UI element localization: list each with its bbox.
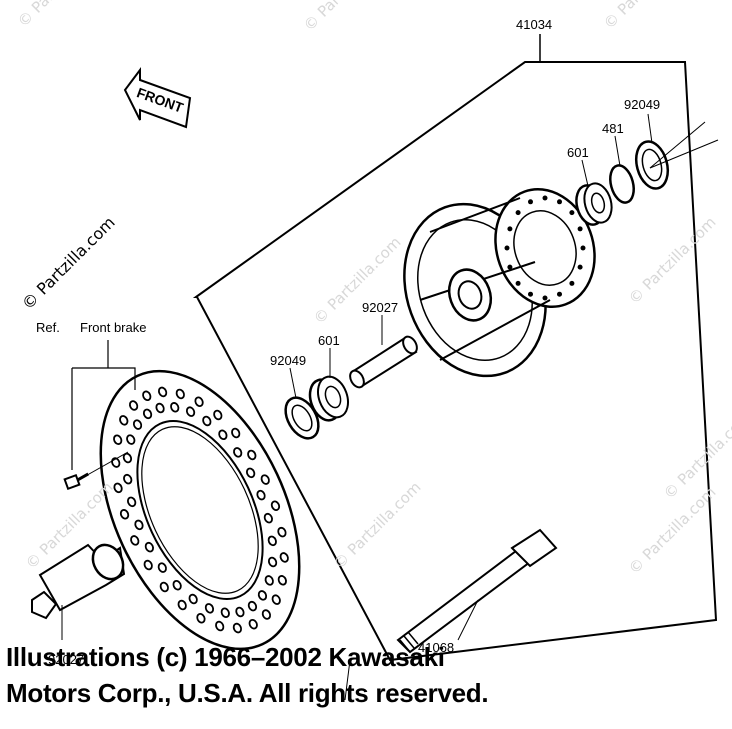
label-bearing-left: 601 [318, 333, 340, 348]
label-spacer: 92027 [362, 300, 399, 315]
disc-hole [119, 509, 130, 520]
disc-hole [170, 402, 180, 413]
disc-hole [263, 512, 273, 524]
disc-hole [134, 519, 144, 531]
disc-hole [177, 599, 187, 611]
disc-hole [196, 613, 206, 624]
label-axle: 41068 [418, 640, 455, 655]
disc-hole [142, 408, 153, 420]
disc-hole [113, 434, 123, 445]
label-ref: Ref. [36, 320, 60, 335]
label-seal-right: 92049 [624, 97, 661, 112]
disc-hole [264, 575, 274, 586]
hub-hole [515, 280, 521, 286]
hub-hole [515, 210, 521, 216]
hub-hole [542, 295, 548, 301]
disc-hole [159, 581, 169, 593]
disc-hole [256, 489, 266, 501]
spacer-tube [349, 335, 418, 389]
disc-hole [129, 400, 139, 411]
label-front-brake: Front brake [80, 320, 147, 335]
disc-hole [188, 593, 198, 605]
disc-hole [143, 559, 153, 571]
disc-hole [231, 427, 241, 439]
label-hub: 41034 [516, 17, 553, 32]
disc-hole [202, 415, 212, 427]
hub-hole [557, 291, 562, 297]
hub-hole [528, 291, 533, 297]
axle-collar [31, 543, 126, 640]
hub-hole [507, 226, 513, 232]
hub-hole [504, 245, 510, 251]
disc-hole [247, 449, 257, 461]
hub-hole [577, 226, 583, 232]
disc-hole [267, 556, 278, 568]
disc-hole [157, 562, 167, 573]
hub-group-outline [192, 61, 718, 662]
disc-hole [172, 579, 182, 591]
label-collar: 92027 [48, 652, 85, 667]
disc-hole [215, 620, 225, 632]
disc-hole [204, 603, 215, 614]
circlip [609, 164, 635, 204]
brake-ref-bracket [63, 340, 136, 491]
hub-hole [569, 210, 575, 216]
label-circlip: 481 [602, 121, 624, 136]
label-bearing-right: 601 [567, 145, 589, 160]
disc-hole [142, 390, 152, 402]
oil-seal-left [284, 396, 320, 440]
disc-hole [247, 600, 258, 612]
ball-bearing-right [575, 182, 613, 226]
brake-disc [99, 369, 301, 651]
disc-hole [232, 622, 242, 634]
disc-bolt [63, 472, 89, 491]
hub-hole [507, 264, 513, 270]
disc-hole [260, 474, 270, 485]
wheel-axle [344, 528, 558, 701]
front-direction-arrow [123, 67, 192, 129]
disc-hole [271, 594, 281, 605]
disc-hole [277, 575, 287, 586]
disc-hole [132, 419, 143, 430]
hub-hole [577, 264, 583, 270]
disc-hole [267, 535, 277, 547]
oil-seal-right [634, 140, 670, 190]
copyright-line-1: Illustrations (c) 1966–2002 Kawasaki [6, 642, 445, 672]
disc-hole [123, 473, 133, 485]
disc-hole [127, 496, 137, 508]
disc-hole [144, 541, 154, 553]
disc-hole [185, 406, 196, 417]
hub-hole [542, 195, 548, 201]
disc-hole [220, 607, 230, 618]
disc-hole [279, 552, 289, 563]
disc-hole [194, 396, 204, 407]
disc-hole [235, 606, 245, 618]
disc-hole [246, 467, 256, 479]
disc-hole [155, 402, 165, 414]
ball-bearing-left [308, 375, 349, 422]
disc-hole [261, 609, 271, 620]
disc-hole [257, 590, 268, 601]
disc-hole [119, 415, 129, 426]
wheel-hub [403, 188, 596, 378]
disc-hole [158, 386, 168, 398]
disc-hole [270, 500, 281, 511]
label-seal-left: 92049 [270, 353, 307, 368]
copyright-line-2: Motors Corp., U.S.A. All rights reserved… [6, 678, 489, 708]
hub-hole [569, 280, 575, 286]
hub-hole [528, 199, 533, 205]
hub-hole [557, 199, 562, 205]
disc-hole [113, 482, 123, 494]
hub-hole [580, 245, 586, 251]
disc-hole [213, 409, 223, 421]
disc-hole [248, 618, 258, 630]
disc-hole [175, 388, 185, 400]
disc-hole [130, 535, 140, 546]
disc-hole [277, 526, 287, 538]
disc-hole [233, 447, 243, 458]
disc-hole [218, 429, 228, 441]
disc-hole [126, 434, 136, 445]
